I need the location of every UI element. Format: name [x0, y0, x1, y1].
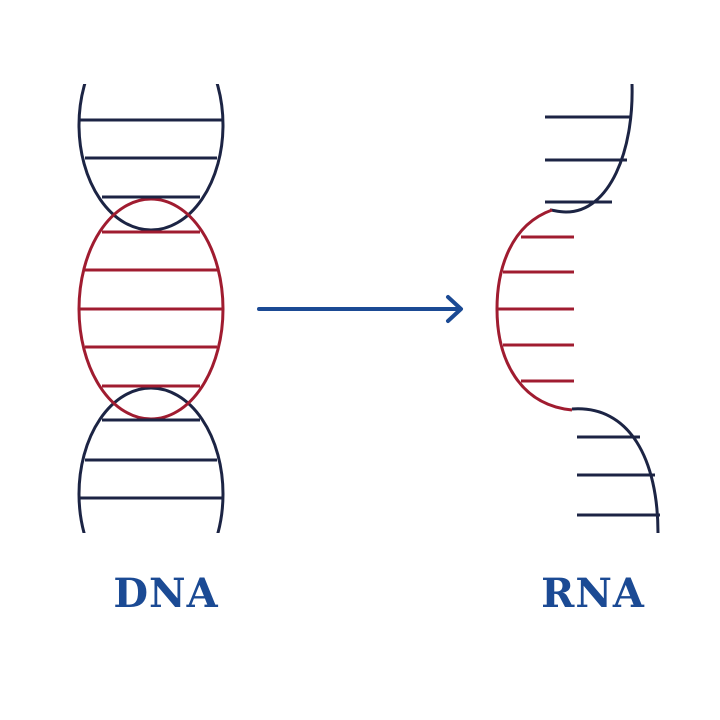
dna-top-rungs [80, 118, 222, 199]
rna-red-backbone [495, 208, 573, 412]
dna-helix [77, 84, 225, 533]
transcription-arrow [257, 295, 463, 323]
rna-strand [495, 84, 660, 533]
rna-label: RNA [541, 570, 645, 617]
dna-bottom-strand [77, 386, 225, 533]
rna-bottom-rungs [577, 435, 660, 517]
dna-bottom-rungs [80, 418, 222, 500]
rna-red-rungs [498, 235, 574, 383]
rna-top-rungs [545, 115, 632, 204]
rna-top-backbone [549, 84, 634, 214]
dna-red-rungs [80, 230, 222, 388]
rna-bottom-backbone [571, 407, 660, 533]
dna-label: DNA [113, 570, 219, 617]
dna-top-strand [77, 84, 225, 232]
